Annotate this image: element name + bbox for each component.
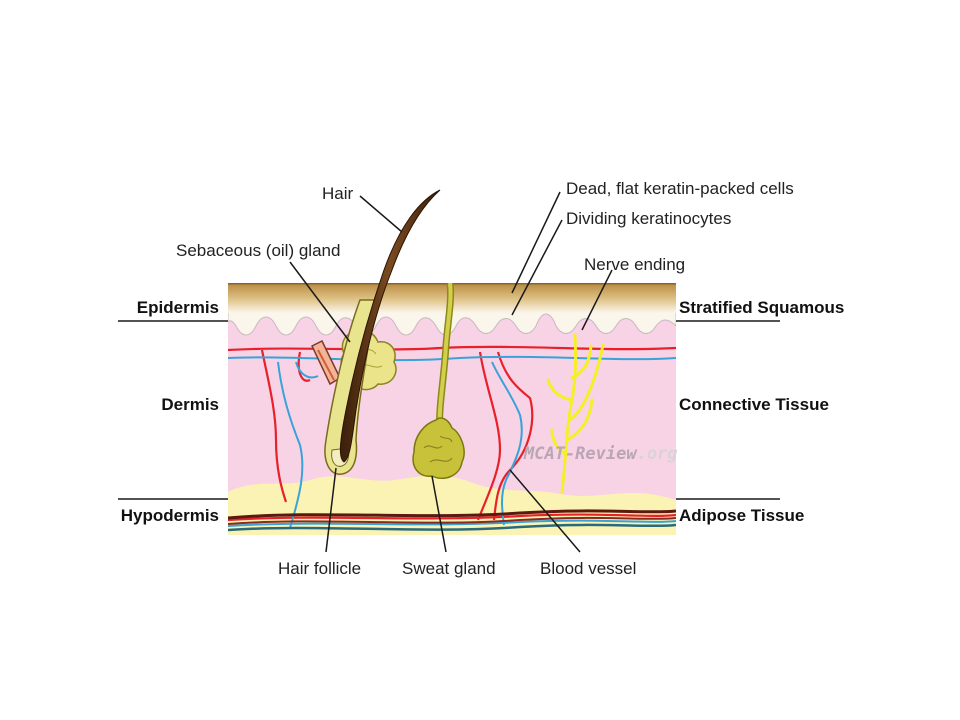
veins xyxy=(228,355,676,529)
leader-dividing xyxy=(511,219,563,316)
leader-blood xyxy=(509,469,581,553)
label-dividing-keratinocytes: Dividing keratinocytes xyxy=(566,209,731,228)
label-hair-follicle: Hair follicle xyxy=(278,559,361,578)
leader-sebaceous xyxy=(289,261,351,343)
layer-rules xyxy=(118,320,780,500)
leader-follicle xyxy=(325,467,337,553)
label-sebaceous-gland: Sebaceous (oil) gland xyxy=(176,241,340,260)
layer-dermis: Dermis xyxy=(161,395,219,414)
leader-lines xyxy=(289,191,613,553)
hypodermis-bands xyxy=(228,509,676,532)
leader-nerve xyxy=(581,269,613,331)
label-nerve-ending: Nerve ending xyxy=(584,255,685,274)
nerve-ending-shape xyxy=(546,333,605,494)
watermark: MCAT-Review.org xyxy=(523,444,678,464)
layer-hypodermis: Hypodermis xyxy=(121,506,219,525)
label-dead-cells: Dead, flat keratin-packed cells xyxy=(566,179,794,198)
leader-sweat xyxy=(431,475,447,553)
leader-dead-cells xyxy=(511,191,561,294)
label-hair: Hair xyxy=(322,184,354,203)
tissue-stratified-squamous: Stratified Squamous xyxy=(679,298,844,317)
arteries xyxy=(228,345,676,522)
tissue-connective: Connective Tissue xyxy=(679,395,829,414)
tissue-adipose: Adipose Tissue xyxy=(679,506,804,525)
skin-block xyxy=(228,283,676,535)
leader-hair xyxy=(359,195,403,233)
sweat-gland-shape xyxy=(412,283,465,480)
label-sweat-gland: Sweat gland xyxy=(402,559,496,578)
hair-shaft xyxy=(339,189,441,463)
label-blood-vessel: Blood vessel xyxy=(540,559,636,578)
layer-epidermis: Epidermis xyxy=(137,298,219,317)
